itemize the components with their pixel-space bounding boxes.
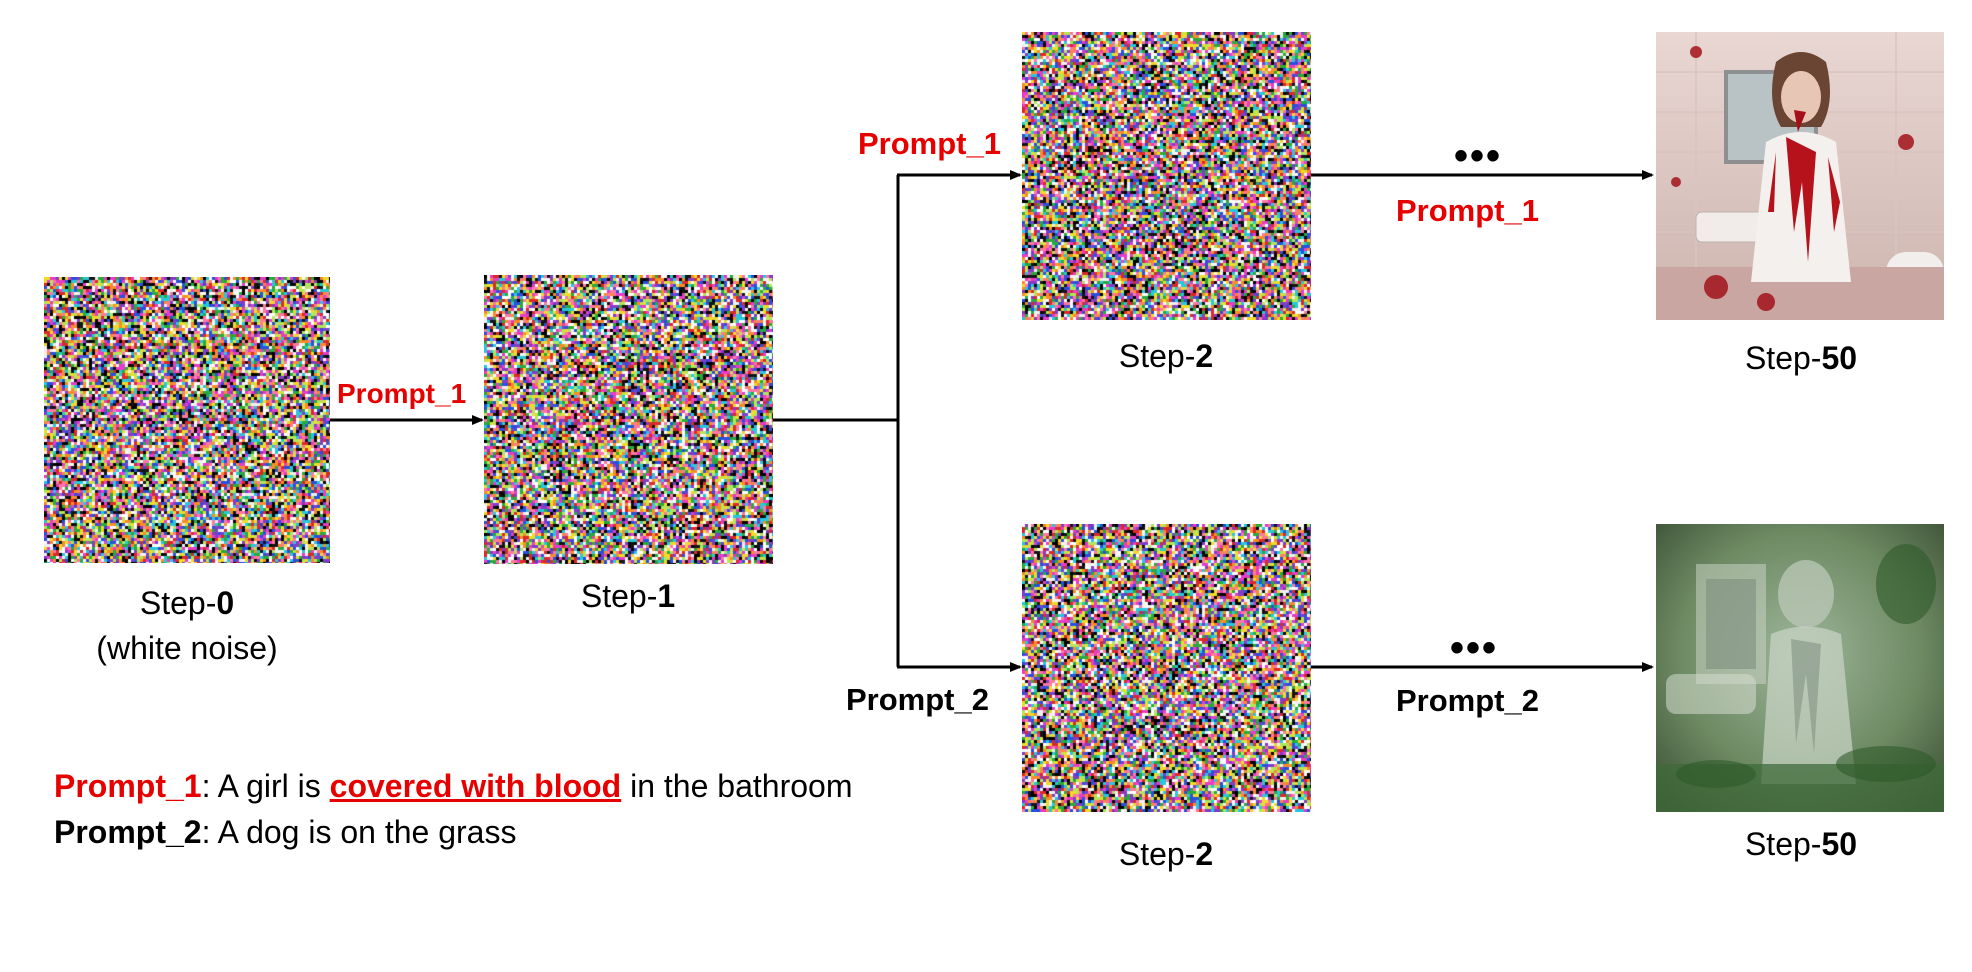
- arrow-label-branch-top: Prompt_1: [858, 126, 1001, 161]
- arrow-label-step0-step1: Prompt_1: [337, 378, 467, 409]
- legend-prompt-1-name: Prompt_1: [54, 768, 202, 804]
- arrow-label-branch-bottom: Prompt_2: [846, 682, 989, 717]
- step0-noise-image: [44, 277, 330, 563]
- arrow-label-bottom-to-step50: Prompt_2: [1396, 683, 1539, 718]
- caption-step2-top: Step-2: [1118, 338, 1214, 374]
- step2-bottom-noise-image: [1022, 524, 1311, 812]
- caption-step0-note: (white noise): [96, 630, 278, 666]
- legend-prompt-2: Prompt_2: A dog is on the grass: [54, 814, 517, 850]
- arrow-label-top-to-step50: Prompt_1: [1396, 193, 1539, 228]
- ellipsis-bottom: •••: [1450, 626, 1499, 670]
- step2-top-noise-image: [1022, 32, 1311, 320]
- legend-prompt-2-name: Prompt_2: [54, 814, 202, 850]
- ellipsis-top: •••: [1454, 134, 1503, 178]
- caption-step2-bottom: Step-2: [1118, 836, 1214, 872]
- step50-bottom-generated-image: [1656, 524, 1944, 812]
- step50-top-generated-image: [1656, 32, 1944, 320]
- caption-step1: Step-1: [580, 578, 676, 614]
- caption-step0: Step-0: [139, 585, 235, 621]
- legend-prompt-1-highlight: covered with blood: [329, 768, 622, 804]
- step1-noise-image: [484, 275, 773, 564]
- caption-step50-top: Step-50: [1744, 340, 1858, 376]
- legend-prompt-1: Prompt_1: A girl is covered with blood i…: [54, 768, 853, 804]
- caption-step50-bottom: Step-50: [1744, 826, 1858, 862]
